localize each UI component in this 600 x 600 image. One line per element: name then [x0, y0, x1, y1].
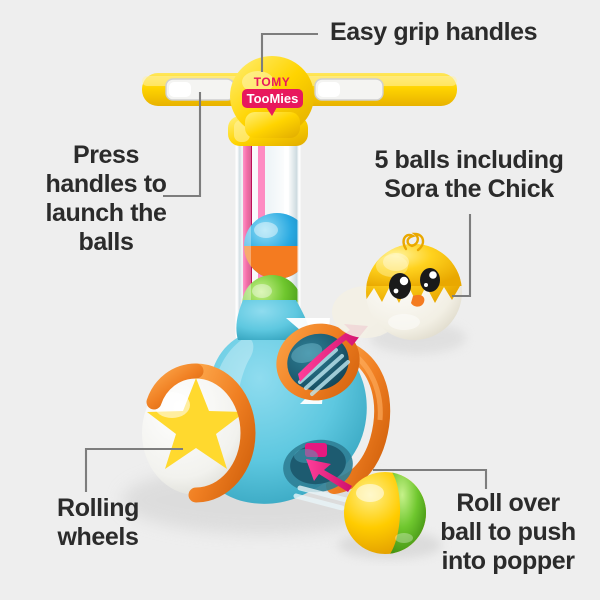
leader-easy-grip	[260, 32, 318, 72]
leader-roll-over	[373, 468, 488, 489]
label-easy-grip-handles: Easy grip handles	[330, 18, 538, 46]
label-rolling-wheels: Rolling wheels	[57, 494, 139, 551]
loose-ball	[344, 472, 426, 554]
leader-rolling-wheels	[84, 447, 183, 492]
intake-hole	[283, 439, 353, 511]
chick-eyes	[389, 268, 440, 299]
leader-lines	[84, 32, 488, 492]
label-five-balls-sora: 5 balls including Sora the Chick	[374, 146, 564, 203]
leader-press-handles	[163, 92, 202, 198]
label-press-handles: Press handles to launch the balls	[45, 141, 167, 256]
brand-badge: TOMY TooMies	[242, 75, 303, 116]
svg-text:TOMY: TOMY	[254, 75, 290, 89]
label-roll-over-ball: Roll over ball to push into popper	[440, 489, 576, 575]
handlebar	[142, 56, 457, 138]
chick-ball-sora	[332, 232, 462, 340]
right-handle-grip	[314, 78, 384, 101]
ball-in-tube-striped	[244, 213, 299, 279]
right-wheel	[326, 344, 391, 494]
launch-arrow	[298, 324, 368, 382]
left-wheel	[142, 363, 256, 503]
leader-five-balls	[452, 214, 472, 298]
left-handle-grip	[165, 78, 235, 101]
intake-arrow	[306, 459, 352, 492]
launch-hole	[276, 323, 368, 401]
svg-text:TooMies: TooMies	[247, 91, 299, 106]
